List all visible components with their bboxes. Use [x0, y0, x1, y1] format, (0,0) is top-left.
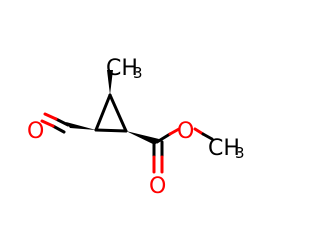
- methyl-top-label: CH: [106, 56, 138, 81]
- methyl-top-subscript: 3: [133, 64, 143, 82]
- ether-bond-black: [155, 132, 172, 144]
- aldehyde-bond-line-b-red: [40, 119, 55, 128]
- wedge-bond-aldehyde: [66, 122, 96, 130]
- methoxy-subscript: 3: [235, 144, 245, 162]
- methoxy-label: CH: [208, 136, 240, 161]
- aldehyde-double-bond: [40, 112, 70, 134]
- ester-ether-oxygen-label: O: [177, 119, 194, 144]
- ester-carbonyl-oxygen-label: O: [149, 174, 166, 199]
- aldehyde-bond-line-b: [51, 124, 66, 134]
- aldehyde-bond-line-a-red: [43, 112, 58, 121]
- wedge-bond-ester: [126, 131, 159, 145]
- ring-bonds: [94, 93, 128, 133]
- ester-carbonyl-double-bond: [152, 140, 164, 174]
- ether-bond-red: [168, 127, 181, 136]
- methoxy-bond: [193, 127, 214, 141]
- molecule-structure: CH 3 O O O CH 3: [27, 56, 245, 199]
- ester-ether-bond: [155, 127, 181, 144]
- ring-bond-bottom: [94, 128, 128, 133]
- wedge-bond-methyl: [107, 70, 113, 95]
- methoxy-bond-black: [201, 132, 214, 141]
- aldehyde-oxygen-label: O: [27, 119, 44, 144]
- methoxy-bond-red: [193, 127, 205, 136]
- aldehyde-bond-line-a: [54, 117, 70, 127]
- ring-bond-top-right: [108, 93, 128, 133]
- ring-bond-top-left: [94, 93, 112, 132]
